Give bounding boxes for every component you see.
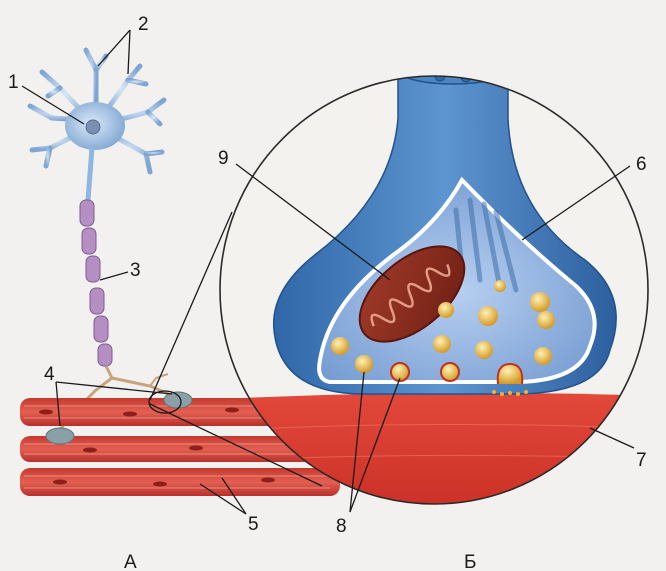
axon-cross-section (398, 56, 508, 84)
label-8: 8 (336, 516, 347, 537)
label-3: 3 (130, 260, 141, 281)
myelin-sheath (80, 200, 112, 366)
panel-label-a: А (124, 552, 137, 571)
panel-label-b: Б (464, 552, 476, 571)
motor-endplate-right (164, 392, 192, 408)
label-4: 4 (44, 364, 55, 385)
motor-endplate-left (46, 428, 74, 444)
label-5: 5 (248, 514, 259, 535)
zoom-line-top (150, 212, 232, 400)
label-7: 7 (636, 450, 647, 471)
label-9: 9 (218, 148, 229, 169)
axon-hillock (88, 148, 92, 200)
label-6: 6 (636, 154, 647, 175)
label-1: 1 (8, 72, 19, 93)
label-2: 2 (138, 14, 149, 35)
neuron-nucleus (86, 120, 100, 134)
